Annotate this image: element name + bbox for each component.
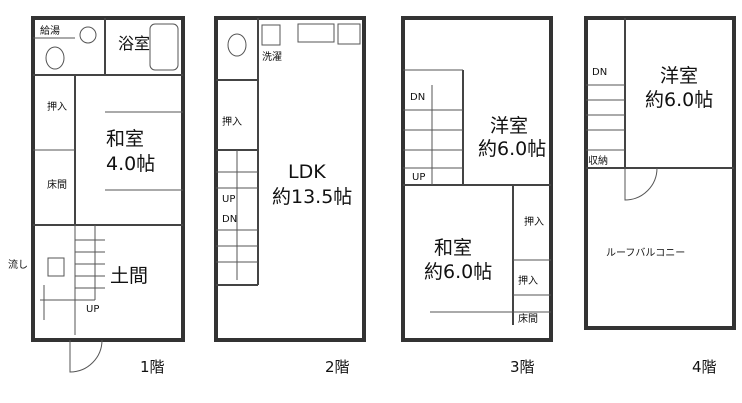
label-laundry: 洗濯 — [262, 51, 282, 63]
floor-4: DN 洋室 約6.0帖 収納 ルーフバルコニー 4階 — [584, 16, 736, 376]
label-dn-3f: DN — [410, 92, 425, 103]
label-youshitsu-3f-size: 約6.0帖 — [478, 138, 546, 160]
label-ldk: LDK — [288, 161, 326, 183]
stairs-2f — [216, 150, 258, 280]
label-up-2f: UP — [222, 194, 235, 205]
water-heater-icon — [79, 26, 97, 44]
label-nagashi: 流し — [8, 258, 28, 271]
toilet-icon — [45, 46, 65, 70]
label-youshitsu-4f: 洋室 — [660, 65, 698, 87]
label-youshitsu-4f-size: 約6.0帖 — [645, 89, 713, 111]
label-washitsu-3f-size: 約6.0帖 — [424, 261, 492, 283]
label-tokonoma-1f: 床間 — [47, 178, 67, 191]
stairs-3f — [403, 85, 463, 185]
bathtub-icon — [149, 23, 179, 71]
label-washitsu-3f: 和室 — [434, 237, 472, 259]
label-washitsu-1f: 和室 — [106, 128, 144, 150]
floor-2: 洗濯 押入 LDK 約13.5帖 UP DN 2階 — [214, 16, 366, 376]
floor-3-label: 3階 — [510, 358, 535, 376]
floor-4-label: 4階 — [692, 358, 717, 376]
toilet-icon-2f — [227, 33, 247, 57]
stove-icon — [337, 23, 361, 45]
label-bathroom-1f: 浴室 — [118, 34, 150, 53]
floor-1: 給湯 浴室 押入 和室 4.0帖 床間 土間 流し UP 1階 — [8, 16, 185, 376]
floor-1-label: 1階 — [140, 358, 165, 376]
stairs-1f — [40, 225, 105, 335]
label-doma: 土間 — [110, 265, 148, 287]
balcony-door-icon — [624, 167, 658, 201]
floor-3: DN UP 洋室 約6.0帖 和室 約6.0帖 押入 押入 床間 3階 — [401, 16, 553, 376]
label-closet-3f-a: 押入 — [524, 215, 544, 228]
stairs-4f — [586, 84, 625, 131]
label-roof-balcony: ルーフバルコニー — [606, 247, 685, 259]
floor-2-label: 2階 — [325, 358, 350, 376]
label-up-3f: UP — [412, 172, 425, 183]
label-closet-2f: 押入 — [222, 115, 242, 128]
label-washitsu-1f-size: 4.0帖 — [106, 153, 155, 175]
label-storage-4f: 収納 — [588, 154, 608, 167]
label-youshitsu-3f: 洋室 — [490, 115, 528, 137]
kitchen-sink-icon — [297, 23, 335, 43]
label-closet-1f: 押入 — [47, 100, 67, 113]
label-dn-4f: DN — [592, 67, 607, 78]
entrance-door-icon — [69, 339, 103, 373]
label-closet-3f-b: 押入 — [518, 274, 538, 287]
label-dn-2f: DN — [222, 214, 237, 225]
label-up-1f: UP — [86, 304, 99, 315]
label-ldk-size: 約13.5帖 — [272, 186, 352, 208]
sink-icon — [47, 257, 65, 277]
washer-icon — [261, 24, 281, 46]
label-tokonoma-3f: 床間 — [518, 312, 538, 325]
label-kyuto: 給湯 — [40, 24, 60, 37]
